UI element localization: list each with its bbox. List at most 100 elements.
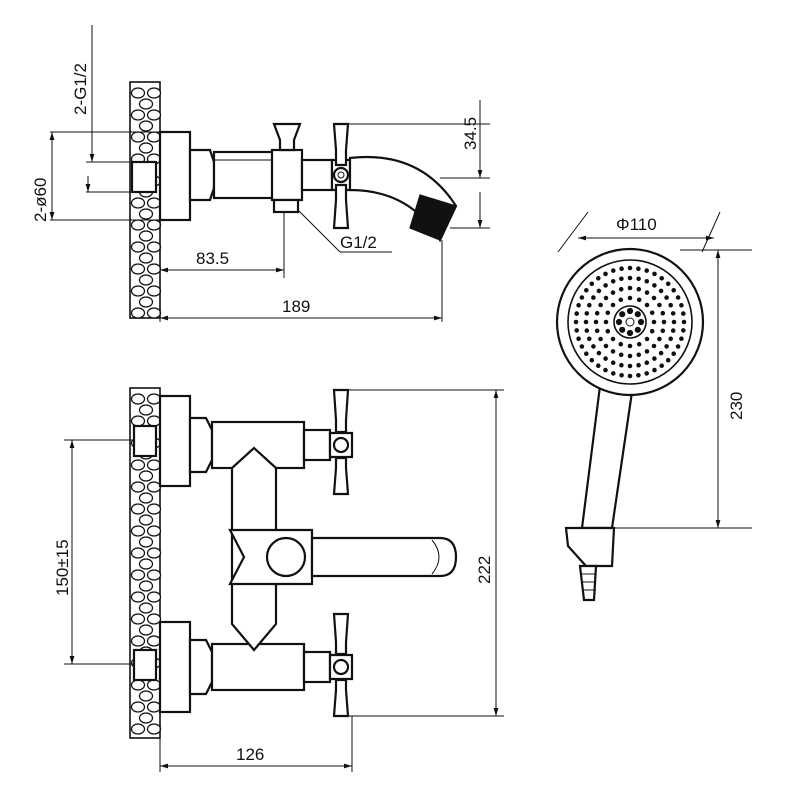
wall-stone	[146, 481, 162, 493]
shower-holder	[564, 526, 616, 568]
wall-stone	[130, 591, 146, 603]
handle-lever-down	[332, 183, 350, 230]
nozzle	[618, 286, 624, 292]
wall-stone	[146, 723, 162, 735]
wall-stone	[146, 525, 162, 537]
wall-stone	[138, 690, 154, 702]
nozzle	[574, 328, 580, 333]
nozzle	[651, 343, 657, 349]
wall-stone	[146, 547, 162, 559]
wall-stone	[138, 98, 154, 110]
wall-stone	[138, 252, 154, 264]
wall-stone	[130, 109, 146, 121]
nozzle	[679, 303, 684, 308]
nozzle	[589, 281, 595, 287]
label-inlet-thread: G1/2	[340, 233, 377, 252]
nozzle	[671, 351, 677, 357]
nozzle	[681, 311, 686, 316]
dim-handshower-length: 230	[727, 392, 746, 420]
nozzle	[576, 336, 581, 342]
dim-spout-offset: 34.5	[461, 117, 480, 150]
nozzle	[659, 363, 665, 369]
nozzle	[670, 311, 676, 316]
nozzle	[636, 341, 642, 347]
nozzle	[605, 310, 611, 316]
nozzle	[627, 285, 633, 291]
nozzle	[594, 310, 600, 316]
nozzle	[598, 336, 603, 342]
leader-g12	[297, 209, 392, 253]
dim-body-depth: 126	[236, 745, 264, 764]
nozzle	[619, 266, 624, 272]
nozzle	[671, 319, 677, 325]
hose-connector	[578, 564, 598, 602]
dim-wall-to-valve: 83.5	[196, 249, 229, 268]
wall-stone	[130, 197, 146, 209]
wall-stone	[130, 285, 146, 297]
nozzle	[664, 344, 669, 349]
nozzle	[596, 350, 602, 356]
wall-stone	[138, 142, 154, 154]
nozzle	[665, 281, 671, 287]
handle-lower-cap	[332, 658, 350, 676]
wall-stone	[130, 679, 146, 691]
nozzle	[636, 286, 642, 292]
flange-top	[158, 130, 192, 222]
nozzle	[665, 357, 671, 363]
nozzle	[649, 310, 655, 316]
nozzle	[627, 295, 633, 301]
wall-stone	[146, 569, 162, 581]
nozzle	[675, 295, 681, 300]
nozzle	[649, 328, 655, 334]
nozzle	[610, 360, 616, 366]
wall-stone	[146, 307, 162, 319]
nozzle	[636, 276, 641, 282]
nut-lower	[188, 638, 214, 696]
wall-stone	[146, 635, 162, 647]
inlet-socket-top	[130, 160, 158, 194]
nozzle	[594, 328, 600, 334]
nozzle	[644, 360, 650, 366]
nozzle	[596, 363, 601, 369]
handle-upper-top	[332, 388, 350, 434]
nozzle	[644, 371, 650, 376]
nozzle	[611, 371, 616, 376]
wall-stone	[138, 536, 154, 548]
nozzle	[652, 367, 657, 373]
nozzle	[670, 328, 676, 333]
nozzle	[618, 297, 624, 303]
nozzle	[652, 356, 657, 361]
wall-stone	[146, 701, 162, 713]
handle-stem	[300, 158, 334, 192]
nozzle	[587, 302, 592, 308]
nozzle	[596, 288, 602, 294]
wall-stone	[138, 404, 154, 416]
nozzle	[619, 326, 626, 333]
hand-shower: Φ110 230	[555, 211, 752, 602]
flange-upper	[158, 394, 192, 488]
wall-stone	[138, 492, 154, 504]
nozzle	[644, 336, 650, 342]
nozzle	[603, 367, 608, 373]
nozzle	[644, 279, 650, 284]
nozzle	[657, 302, 662, 308]
spout-front	[310, 536, 458, 578]
wall-stone	[138, 470, 154, 482]
nozzle	[615, 318, 623, 326]
nozzle	[675, 344, 681, 349]
nozzle	[636, 266, 641, 272]
wall-stone	[130, 459, 146, 471]
nozzle	[603, 319, 609, 325]
wall-stone	[130, 131, 146, 143]
nozzle	[603, 295, 609, 301]
side-view: 2-G1/2 2-ø60 34.5 G1/2 83.5 189	[31, 25, 490, 322]
nozzle	[593, 319, 599, 325]
nozzle	[644, 302, 650, 308]
nozzle	[664, 295, 669, 300]
wall-stone	[130, 547, 146, 559]
nut-upper	[188, 416, 214, 474]
wall-stone	[130, 241, 146, 253]
dim-total-depth: 189	[282, 297, 310, 316]
nozzle	[652, 271, 657, 277]
